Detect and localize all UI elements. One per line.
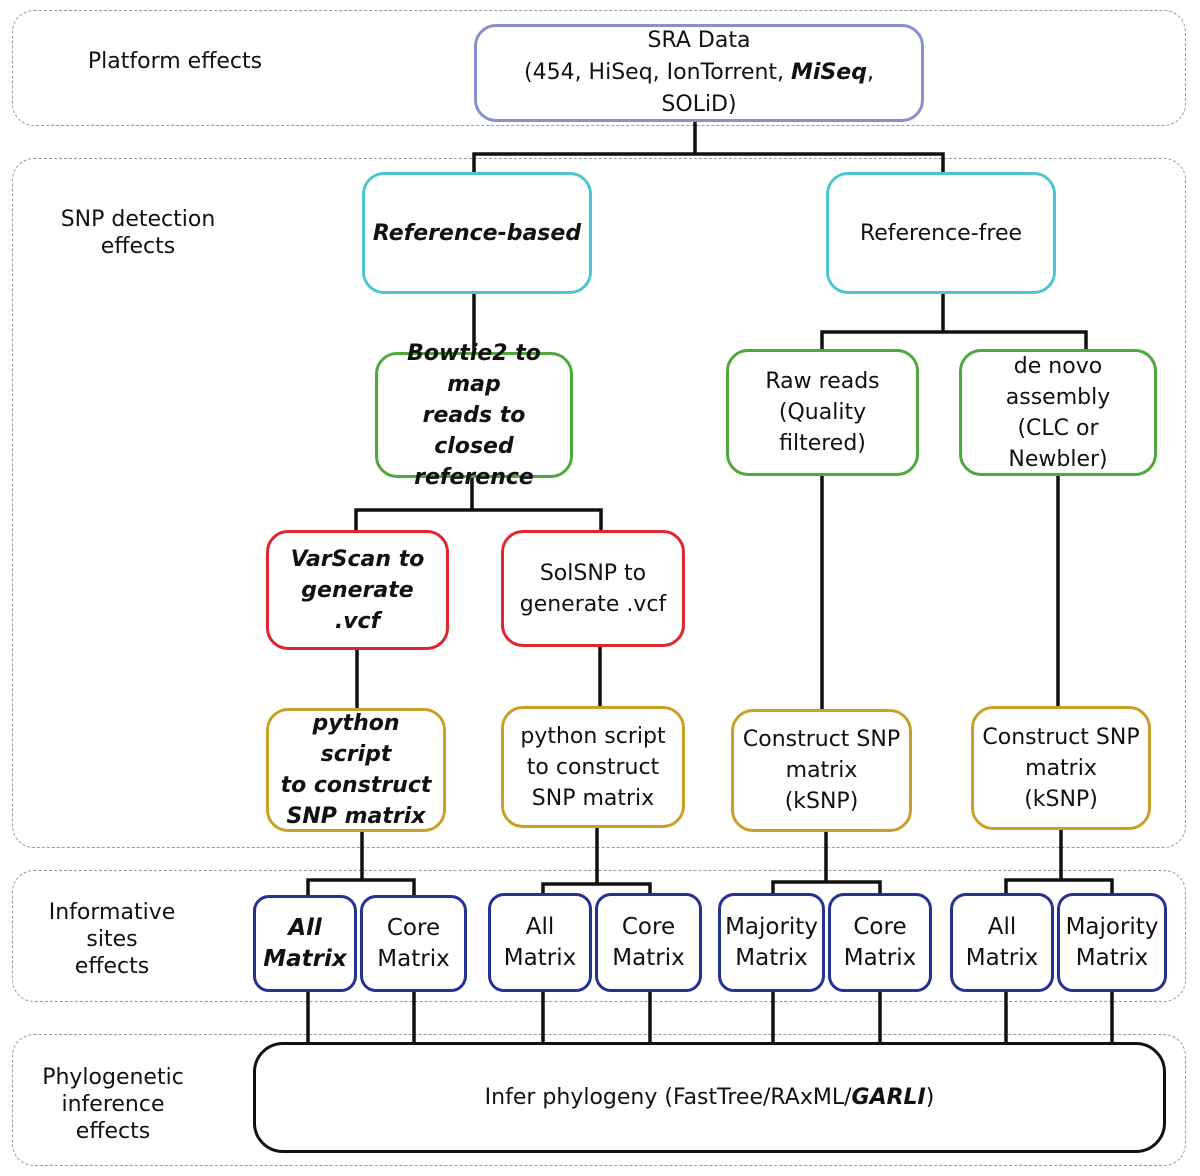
connector-ref-free-split xyxy=(820,292,1088,351)
connector-matrices-inference xyxy=(306,990,1114,1044)
node-all-matrix-2: All Matrix xyxy=(488,893,592,992)
node-sra-data: SRA Data (454, HiSeq, IonTorrent, MiSeq,… xyxy=(474,24,924,122)
node-reference-based: Reference-based xyxy=(362,172,592,294)
node-majority-matrix-2: Majority Matrix xyxy=(1057,893,1167,992)
node-python-script-bold: python script to construct SNP matrix xyxy=(266,708,446,832)
label-snp-detection-effects: SNP detection effects xyxy=(60,207,216,259)
node-core-matrix-3: Core Matrix xyxy=(828,893,932,992)
node-reference-free: Reference-free xyxy=(826,172,1056,294)
infer-text: Infer phylogeny (FastTree/RAxML/GARLI) xyxy=(484,1085,935,1110)
band-platform xyxy=(12,10,1186,126)
infer-bold: GARLI xyxy=(851,1085,926,1110)
connector-ksnp2-matrices xyxy=(1004,828,1114,895)
node-bowtie2-mapping: Bowtie2 to map reads to closed reference xyxy=(375,341,573,490)
connector-sra-branches xyxy=(472,118,945,174)
node-raw-reads: Raw reads (Quality filtered) xyxy=(726,349,919,476)
node-construct-snp-ksnp-2: Construct SNP matrix (kSNP) xyxy=(971,706,1151,830)
node-all-matrix-1: All Matrix xyxy=(253,895,357,992)
node-de-novo-assembly: de novo assembly (CLC or Newbler) xyxy=(959,349,1157,476)
band-informative-sites xyxy=(12,870,1186,1002)
label-phylogenetic-inference-effects: Phylogenetic inference effects xyxy=(42,1065,184,1144)
node-infer-phylogeny: Infer phylogeny (FastTree/RAxML/GARLI) xyxy=(253,1042,1166,1153)
band-phylogenetic-inference xyxy=(12,1034,1186,1166)
node-varscan: VarScan to generate .vcf xyxy=(266,530,449,650)
sra-title: SRA Data xyxy=(647,28,751,53)
node-all-matrix-3: All Matrix xyxy=(950,893,1054,992)
connector-python1-matrices xyxy=(306,830,416,897)
node-solsnp: SolSNP to generate .vcf xyxy=(501,530,685,647)
band-snp-detection xyxy=(12,158,1186,848)
node-core-matrix-2: Core Matrix xyxy=(595,893,702,992)
node-core-matrix-1: Core Matrix xyxy=(360,895,467,992)
label-platform-effects: Platform effects xyxy=(87,49,263,74)
sra-platform-bold: MiSeq xyxy=(791,60,867,85)
label-informative-sites-effects: Informative sites effects xyxy=(48,900,176,979)
connector-python2-matrices xyxy=(541,826,652,895)
node-majority-matrix-1: Majority Matrix xyxy=(718,893,825,992)
connector-bowtie-split xyxy=(354,476,603,532)
connector-ksnp1-matrices xyxy=(771,830,882,895)
sra-platforms: (454, HiSeq, IonTorrent, MiSeq, SOLiD) xyxy=(524,60,874,117)
node-python-script: python script to construct SNP matrix xyxy=(501,706,685,828)
node-construct-snp-ksnp-1: Construct SNP matrix (kSNP) xyxy=(731,709,912,832)
